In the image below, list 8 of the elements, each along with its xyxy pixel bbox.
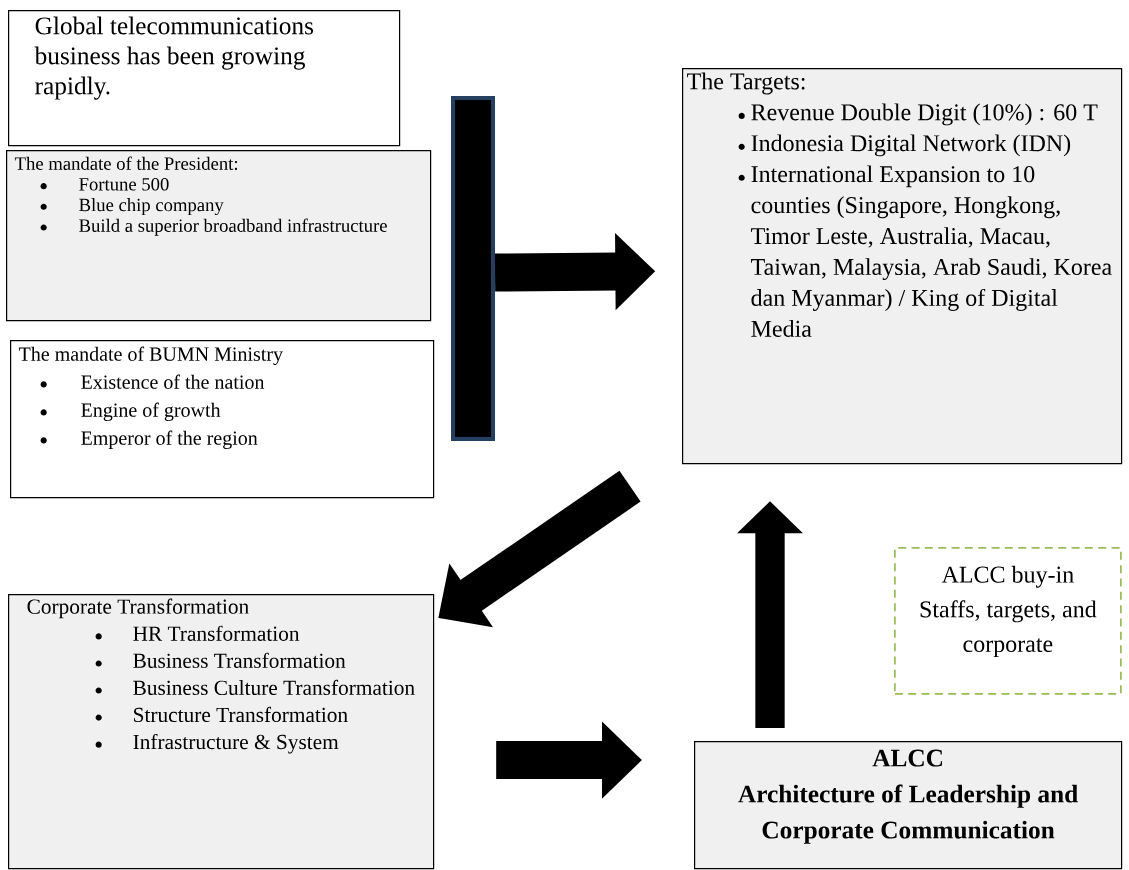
text-box: ALCC buy-in Staffs, targets, and corporate — [894, 547, 1122, 695]
text-box: Global telecommunications business has been growing rapidly. — [8, 10, 401, 147]
text-box: The Targets: Revenue Double Digit (10%) : 60 T Indonesia Digital Network (IDN) International Expansion to 10 counties (Singapore, Hongkong, Timor Leste, Australia, Macau, Taiwan, Malaysia, Arab Saudi, Korea dan Myanmar) / King of Digital Media — [682, 68, 1123, 465]
text-box: The mandate of the President: Fortune 500 Blue chip company Build a superior broadband infrastructure — [6, 150, 432, 322]
text-box: The mandate of BUMN Ministry Existence of the nation Engine of growth Emperor of the region — [10, 340, 435, 499]
text-box: Corporate Transformation HR Transformation Business Transformation Business Culture Transformation Structure Transformation Infrastructure & System — [8, 594, 435, 870]
bar-shape — [451, 96, 495, 441]
text-box: ALCC Architecture of Leadership and Corporate Communication — [694, 741, 1123, 870]
